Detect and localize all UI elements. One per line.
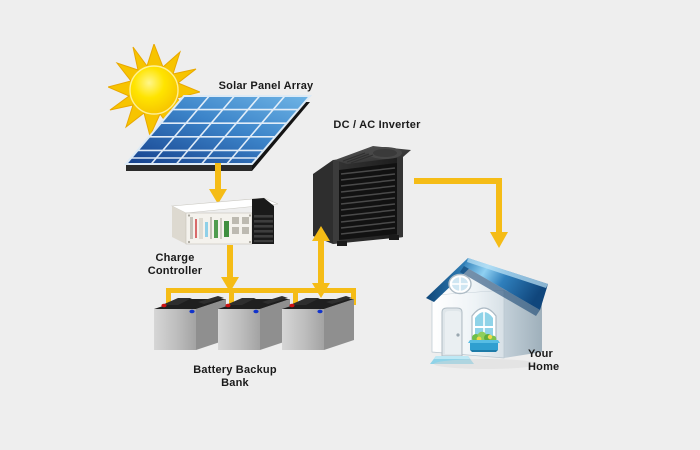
your-home xyxy=(426,258,548,369)
battery-3 xyxy=(282,296,354,350)
arrow-inverter-to-home xyxy=(414,178,508,248)
battery-backup-bank-label: Battery Backup Bank xyxy=(193,364,277,389)
arrow-panel-to-controller xyxy=(209,163,227,204)
battery-1 xyxy=(154,296,226,350)
sun-icon xyxy=(108,44,200,136)
solar-panel-array-label: Solar Panel Array xyxy=(218,80,314,92)
solar-panel-array xyxy=(124,95,313,171)
your-home-label: Your Home xyxy=(528,348,560,373)
charge-controller xyxy=(170,197,278,245)
dc-ac-inverter-label: DC / AC Inverter xyxy=(333,119,421,131)
arrow-controller-to-battery xyxy=(221,245,239,292)
charge-controller-label: Charge Controller xyxy=(147,252,203,277)
battery-bus-bar xyxy=(166,288,356,305)
dc-ac-inverter xyxy=(313,146,411,246)
